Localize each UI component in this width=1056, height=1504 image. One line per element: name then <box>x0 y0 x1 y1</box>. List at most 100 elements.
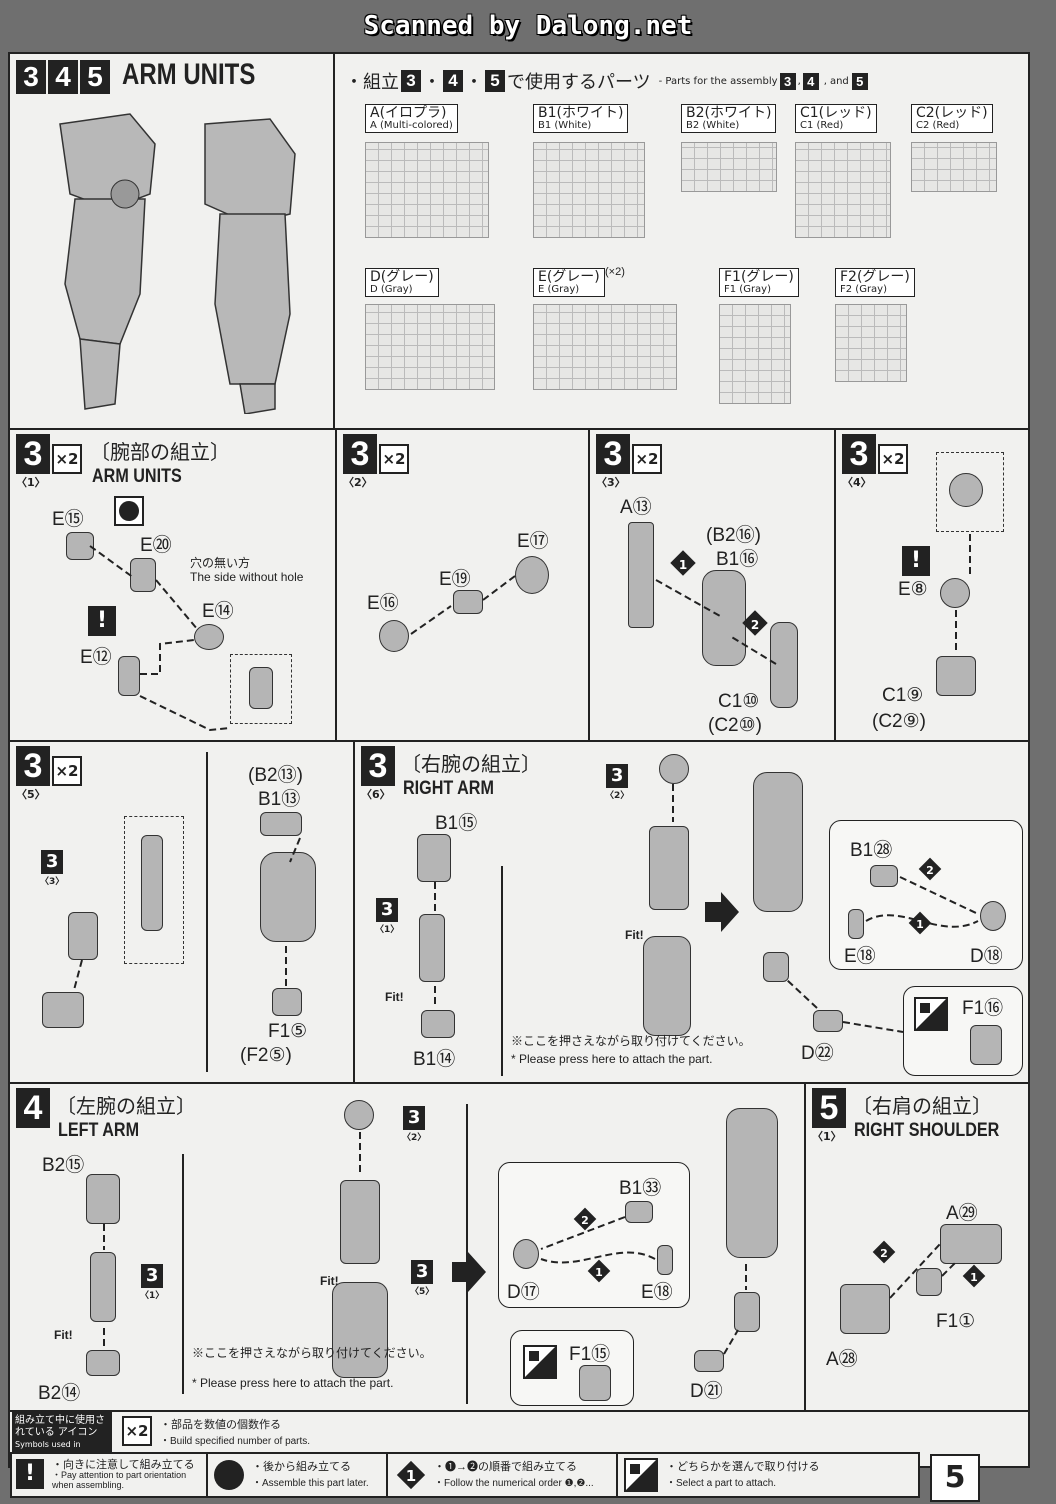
times-2-badge: ×2 <box>52 444 82 474</box>
part-step3-1-shape <box>90 1252 116 1322</box>
part-upper-arm-shape <box>340 1180 380 1264</box>
svg-text:1: 1 <box>595 1266 603 1279</box>
next-arrow-icon <box>452 1252 486 1292</box>
part-left-arm-shape <box>726 1108 778 1258</box>
legend-later: ・後から組み立てる ・Assemble this part later. <box>208 1454 388 1496</box>
legend-x2-jp: ・部品を数値の個数作る <box>160 1419 281 1431</box>
parts-heading-en: - Parts for the assembly <box>658 75 778 87</box>
note-en: The side without hole <box>190 570 304 584</box>
part-a29-shape <box>940 1224 1002 1264</box>
part-label: A㉙ <box>946 1203 978 1224</box>
fit-label: Fit! <box>320 1274 339 1288</box>
step-3-4-number: 3 <box>842 434 876 474</box>
divider <box>501 866 503 1076</box>
step-3-2-panel: 3 〈2〉 ×2 E⑰ E⑲ E⑯ <box>337 430 590 742</box>
part-hand-joint-shape <box>734 1292 760 1332</box>
runner-tag-e: E(グレー)E (Gray) <box>533 268 605 297</box>
part-a28-shape <box>840 1284 890 1334</box>
part-d22-shape <box>813 1010 843 1032</box>
assembly-arrows: 2 1 <box>872 1240 986 1299</box>
runner-b1-image <box>533 142 645 238</box>
part-label: B2⑮ <box>42 1155 85 1176</box>
select-part-icon <box>523 1345 557 1379</box>
runner-f1-image <box>719 304 791 404</box>
part-joint-shape <box>344 1100 374 1130</box>
step-3-3-number: 3 <box>596 434 630 474</box>
press-note-en: * Please press here to attach the part. <box>511 1052 713 1066</box>
legend-order: 1 ・❶→❷の順番で組み立てる ・Follow the numerical or… <box>388 1454 618 1496</box>
part-e19-shape <box>453 590 483 614</box>
part-e17-shape <box>515 556 549 594</box>
next-arrow-icon <box>705 892 739 932</box>
part-forearm-shape <box>643 936 691 1036</box>
orientation-warning-icon: ! <box>16 1459 44 1489</box>
parts-heading-suffix: で使用するパーツ <box>507 72 651 93</box>
part-label: B1⑯ <box>716 549 759 570</box>
select-box: F1⑯ <box>903 986 1023 1076</box>
press-note-jp: ※ここを押さえながら取り付けてください。 <box>192 1346 432 1360</box>
part-b1-16-shape <box>702 570 746 666</box>
part-f1-5-shape <box>272 988 302 1016</box>
times-2-badge: ×2 <box>379 444 409 474</box>
part-label: B1⑮ <box>435 813 478 834</box>
times-2-badge: ×2 <box>122 1416 152 1446</box>
step-3-2-sub: 〈2〉 <box>343 476 373 489</box>
step-3-2-number: 3 <box>343 434 377 474</box>
part-b2-14-shape <box>86 1350 120 1376</box>
orientation-warning-icon: ! <box>902 546 930 576</box>
parts-en-and: and <box>829 75 849 87</box>
part-joint-shape <box>659 754 689 784</box>
step-5-title-en: RIGHT SHOULDER <box>854 1120 1000 1141</box>
assembly-arrows <box>434 784 904 1033</box>
runner-c1-image <box>795 142 891 238</box>
part-label: F1⑤ <box>268 1021 308 1042</box>
numbered-step-icon: 1 <box>396 1460 426 1490</box>
svg-text:2: 2 <box>926 864 934 877</box>
part-arm-shape <box>260 852 316 942</box>
step-3-1-title-en: ARM UNITS <box>92 466 182 487</box>
part-label: F1① <box>936 1311 976 1332</box>
step-5-number: 5 <box>812 1088 846 1128</box>
header-title-panel: 3 4 5 ARM UNITS <box>10 54 335 430</box>
part-label: A⑬ <box>620 497 652 518</box>
part-f1-1-shape <box>916 1268 942 1296</box>
scanner-watermark: Scanned by Dalong.net <box>363 11 693 41</box>
step-3-1-number: 3 <box>16 434 50 474</box>
step-3-4-sub: 〈4〉 <box>842 476 872 489</box>
part-label: B1⑬ <box>258 789 301 810</box>
detail-inset <box>936 452 1004 532</box>
part-e8-shape <box>940 578 970 608</box>
parts-step-5: 5 <box>485 70 505 92</box>
fit-label: Fit! <box>54 1328 73 1342</box>
runner-tag-b2: B2(ホワイト)B2 (White) <box>681 104 777 133</box>
step-5-sub: 〈1〉 <box>812 1130 842 1143</box>
runner-f2-image <box>835 304 907 382</box>
press-note-jp: ※ここを押さえながら取り付けてください。 <box>511 1034 751 1048</box>
part-label: E⑭ <box>202 601 234 622</box>
step-reference: 3〈2〉 <box>605 764 630 801</box>
step-3-6-number: 3 <box>361 746 395 786</box>
part-label: E⑯ <box>367 593 399 614</box>
part-label: E⑱ <box>641 1282 673 1303</box>
parts-en-step-4: 4 <box>802 72 819 90</box>
part-label: E⑮ <box>52 509 84 530</box>
detail-box: B1㉘ E⑱ D⑱ 2 1 <box>829 820 1023 970</box>
part-hand-shape <box>579 1365 611 1401</box>
part-label: D㉑ <box>690 1381 723 1402</box>
step-reference: 3〈3〉 <box>40 850 65 887</box>
part-hand-shape <box>970 1025 1002 1065</box>
part-e15-shape <box>66 532 94 560</box>
parts-list-panel: ・組立 3 ・ 4 ・ 5 で使用するパーツ - Parts for the a… <box>335 54 1030 430</box>
step-3-6-sub: 〈6〉 <box>361 788 391 801</box>
part-e12-shape <box>118 656 140 696</box>
step-4-title-en: LEFT ARM <box>58 1120 140 1141</box>
step-numbers: 3 4 5 <box>16 60 110 94</box>
part-e16-shape <box>379 620 409 652</box>
part-e18-shape <box>657 1245 673 1275</box>
part-forearm-shape <box>332 1282 388 1378</box>
parts-heading-prefix: ・組立 <box>345 72 399 93</box>
step-4-number: 4 <box>16 1088 50 1128</box>
page-title: ARM UNITS <box>122 58 256 91</box>
part-label: (B2⑯) <box>706 525 761 546</box>
